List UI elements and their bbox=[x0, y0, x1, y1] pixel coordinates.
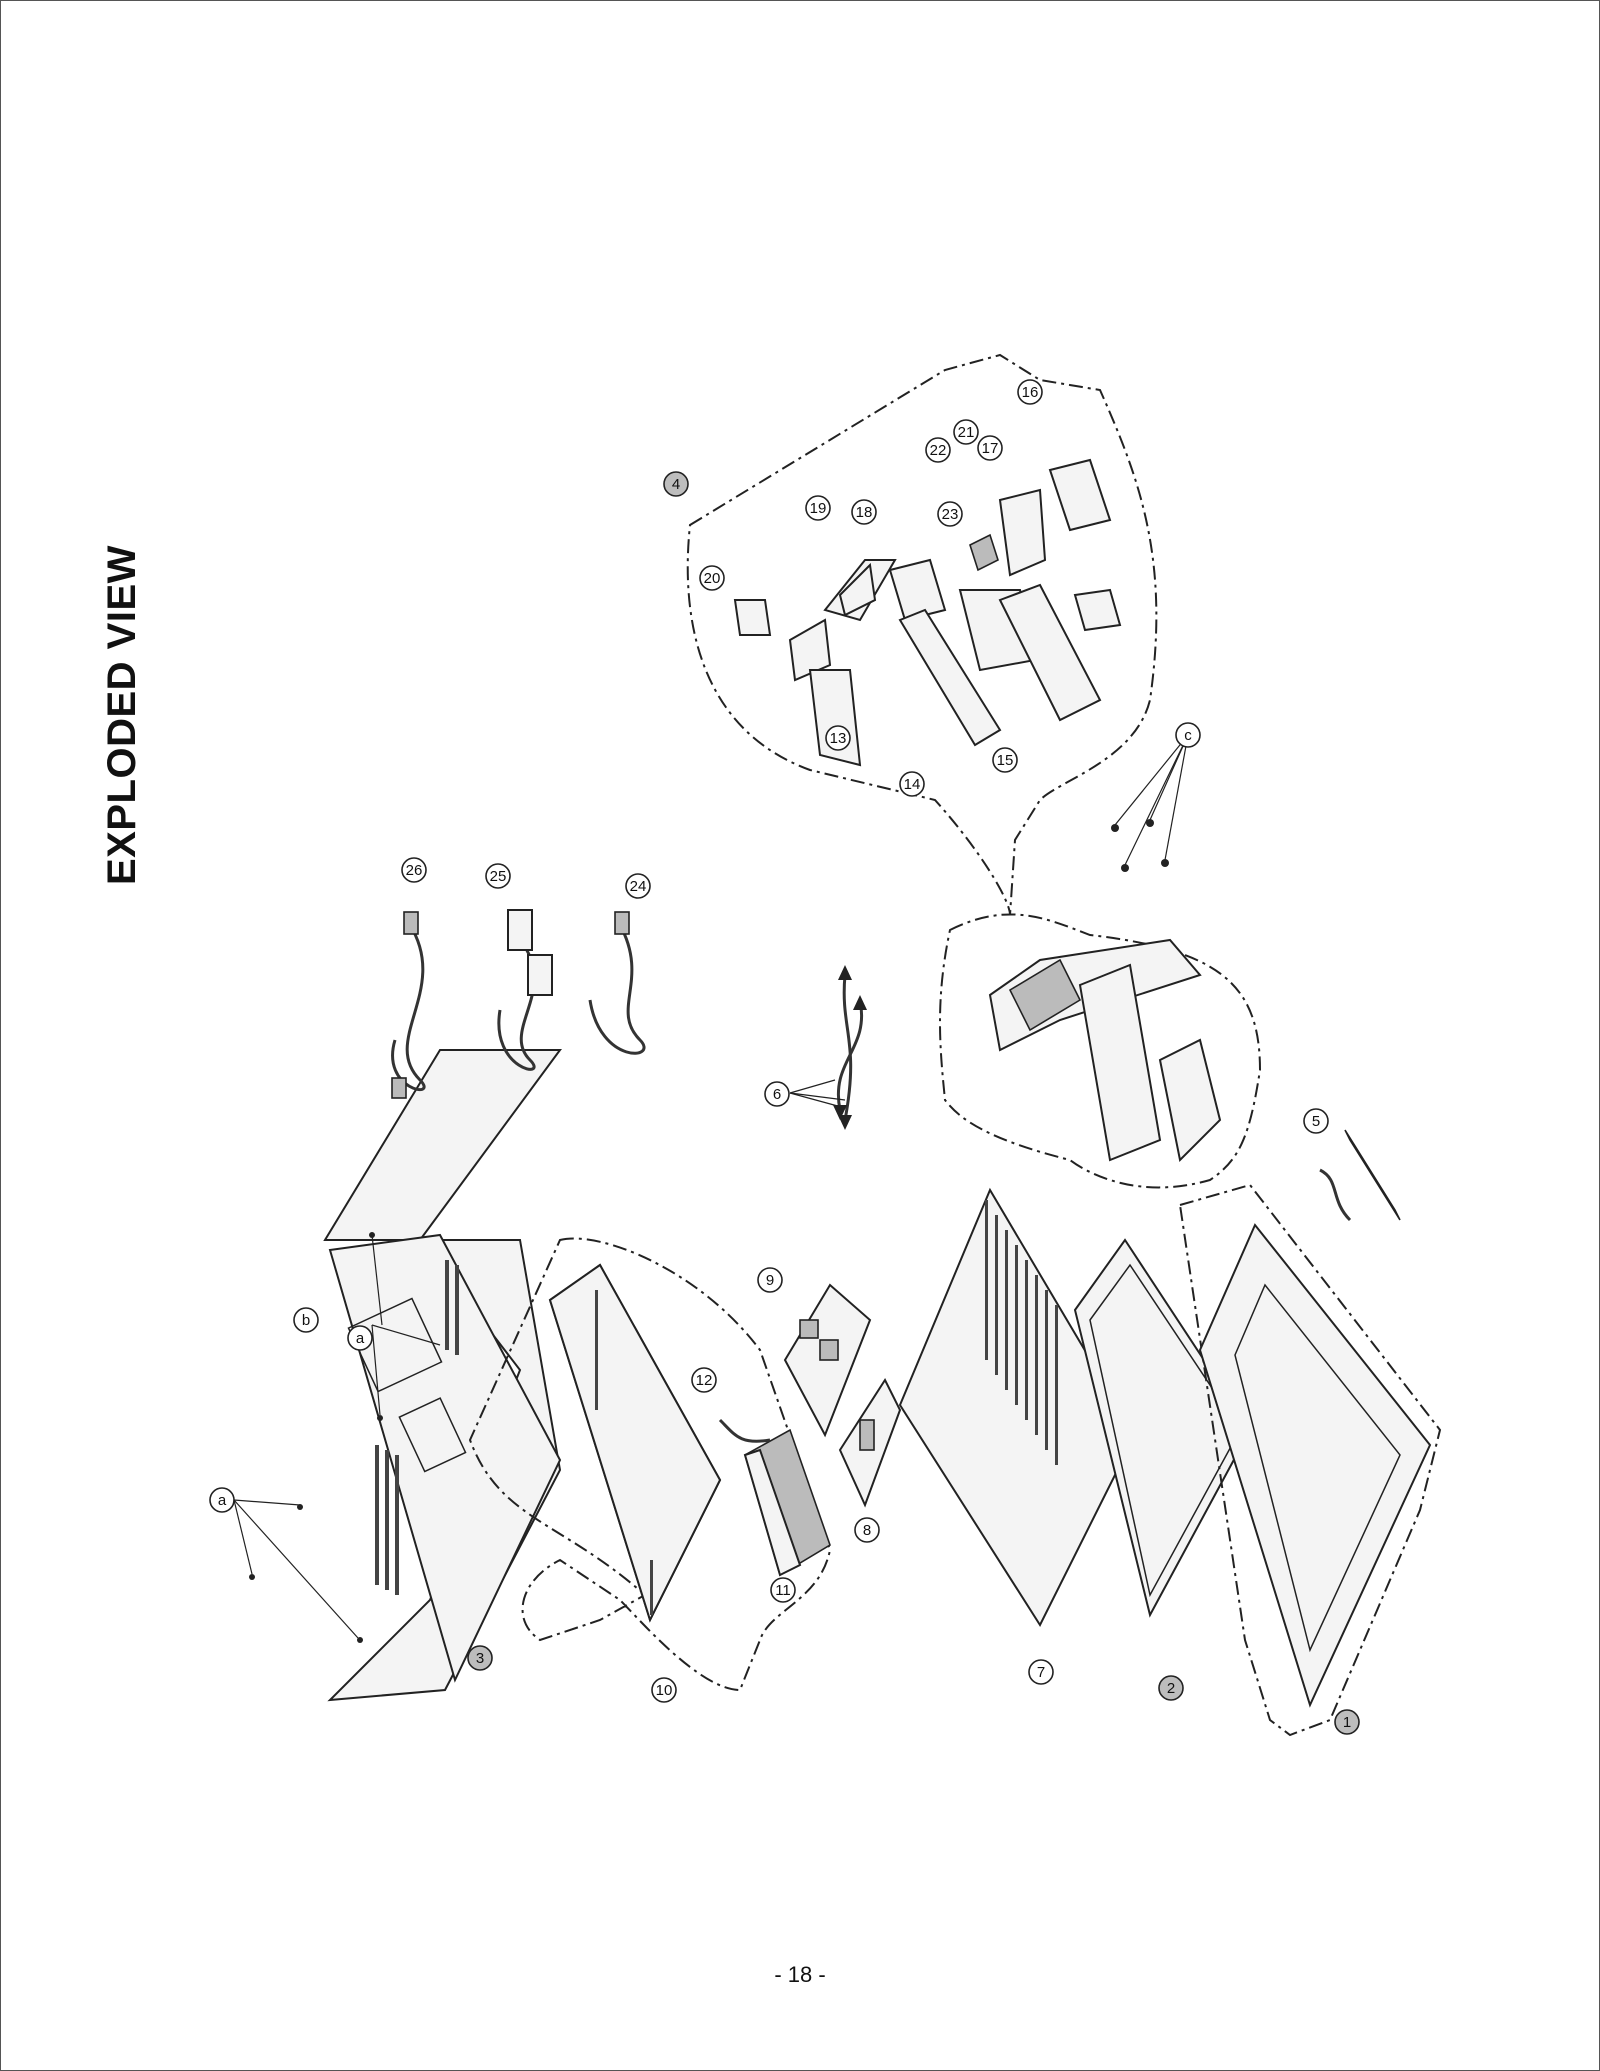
svg-text:13: 13 bbox=[830, 730, 847, 747]
svg-text:b: b bbox=[302, 1312, 310, 1329]
page-number: - 18 - bbox=[774, 1962, 826, 1987]
callout-12: 12 bbox=[691, 1367, 717, 1393]
stand-parts-outline bbox=[686, 353, 1158, 916]
svg-text:18: 18 bbox=[856, 504, 873, 521]
board-part-8 bbox=[838, 1377, 902, 1508]
stand-assembly-outline bbox=[939, 913, 1262, 1189]
svg-text:a: a bbox=[218, 1492, 227, 1509]
callout-8: 8 bbox=[854, 1517, 880, 1543]
svg-text:8: 8 bbox=[863, 1522, 871, 1539]
screws-c bbox=[1111, 734, 1189, 872]
svg-text:16: 16 bbox=[1022, 384, 1039, 401]
svg-text:21: 21 bbox=[958, 424, 975, 441]
front-bezel-part-1 bbox=[1198, 1223, 1432, 1708]
svg-text:6: 6 bbox=[773, 1086, 781, 1103]
callout-22: 22 bbox=[925, 437, 951, 463]
shield-plate-part-7 bbox=[898, 1187, 1137, 1628]
svg-text:5: 5 bbox=[1312, 1113, 1320, 1130]
svg-text:3: 3 bbox=[476, 1650, 484, 1667]
screws-a-b bbox=[233, 1232, 441, 1643]
stand-parts bbox=[733, 458, 1122, 767]
frame-group-outline bbox=[468, 1237, 832, 1692]
callout-16: 16 bbox=[1017, 379, 1043, 405]
callout-4: 4 bbox=[663, 471, 689, 497]
cable-26 bbox=[391, 911, 426, 1099]
cable-24 bbox=[588, 911, 646, 1055]
callout-13: 13 bbox=[825, 725, 851, 751]
callout-9: 9 bbox=[757, 1267, 783, 1293]
cable-6 bbox=[789, 965, 867, 1130]
svg-text:a: a bbox=[356, 1330, 365, 1347]
svg-text:19: 19 bbox=[810, 500, 827, 517]
front-bezel-outline bbox=[1178, 1183, 1442, 1737]
svg-text:11: 11 bbox=[775, 1582, 791, 1599]
callout-5: 5 bbox=[1303, 1108, 1329, 1134]
svg-text:1: 1 bbox=[1343, 1714, 1351, 1731]
callout-screw-c: c bbox=[1175, 722, 1201, 748]
callout-screw-b: b bbox=[293, 1307, 319, 1333]
callout-24: 24 bbox=[625, 873, 651, 899]
cable-5 bbox=[1319, 1129, 1401, 1222]
callout-17: 17 bbox=[977, 435, 1003, 461]
cable-25 bbox=[497, 909, 553, 1071]
svg-text:c: c bbox=[1184, 727, 1192, 744]
callout-10: 10 bbox=[651, 1677, 677, 1703]
svg-text:20: 20 bbox=[704, 570, 721, 587]
callout-18: 18 bbox=[851, 499, 877, 525]
callout-screw-a-2: a bbox=[347, 1325, 373, 1351]
callout-screw-a-1: a bbox=[209, 1487, 235, 1513]
callout-6: 6 bbox=[764, 1081, 790, 1107]
callout-3: 3 bbox=[467, 1645, 493, 1671]
stand-assembly-part bbox=[988, 938, 1222, 1163]
svg-text:2: 2 bbox=[1167, 1680, 1175, 1697]
callout-19: 19 bbox=[805, 495, 831, 521]
back-cover-part bbox=[323, 1049, 562, 1702]
svg-text:12: 12 bbox=[696, 1372, 713, 1389]
shield-part-11 bbox=[743, 1428, 831, 1577]
callout-11: 11 bbox=[770, 1577, 796, 1603]
svg-text:10: 10 bbox=[656, 1682, 673, 1699]
callout-21: 21 bbox=[953, 419, 979, 445]
svg-text:25: 25 bbox=[490, 868, 507, 885]
svg-text:24: 24 bbox=[630, 878, 647, 895]
callout-14: 14 bbox=[899, 771, 925, 797]
callout-15: 15 bbox=[992, 747, 1018, 773]
svg-text:17: 17 bbox=[982, 440, 999, 457]
svg-text:9: 9 bbox=[766, 1272, 774, 1289]
main-frame-part bbox=[548, 1263, 722, 1623]
svg-text:14: 14 bbox=[904, 776, 921, 793]
svg-text:4: 4 bbox=[672, 476, 680, 493]
callout-26: 26 bbox=[401, 857, 427, 883]
svg-text:23: 23 bbox=[942, 506, 959, 523]
cable-12 bbox=[718, 1418, 771, 1443]
board-part-9 bbox=[783, 1283, 872, 1438]
svg-text:26: 26 bbox=[406, 862, 423, 879]
svg-text:22: 22 bbox=[930, 442, 947, 459]
callout-2: 2 bbox=[1158, 1675, 1184, 1701]
svg-text:15: 15 bbox=[997, 752, 1014, 769]
callout-1: 1 bbox=[1334, 1709, 1360, 1735]
callout-7: 7 bbox=[1028, 1659, 1054, 1685]
callout-20: 20 bbox=[699, 565, 725, 591]
callout-23: 23 bbox=[937, 501, 963, 527]
callout-25: 25 bbox=[485, 863, 511, 889]
svg-text:7: 7 bbox=[1037, 1664, 1045, 1681]
